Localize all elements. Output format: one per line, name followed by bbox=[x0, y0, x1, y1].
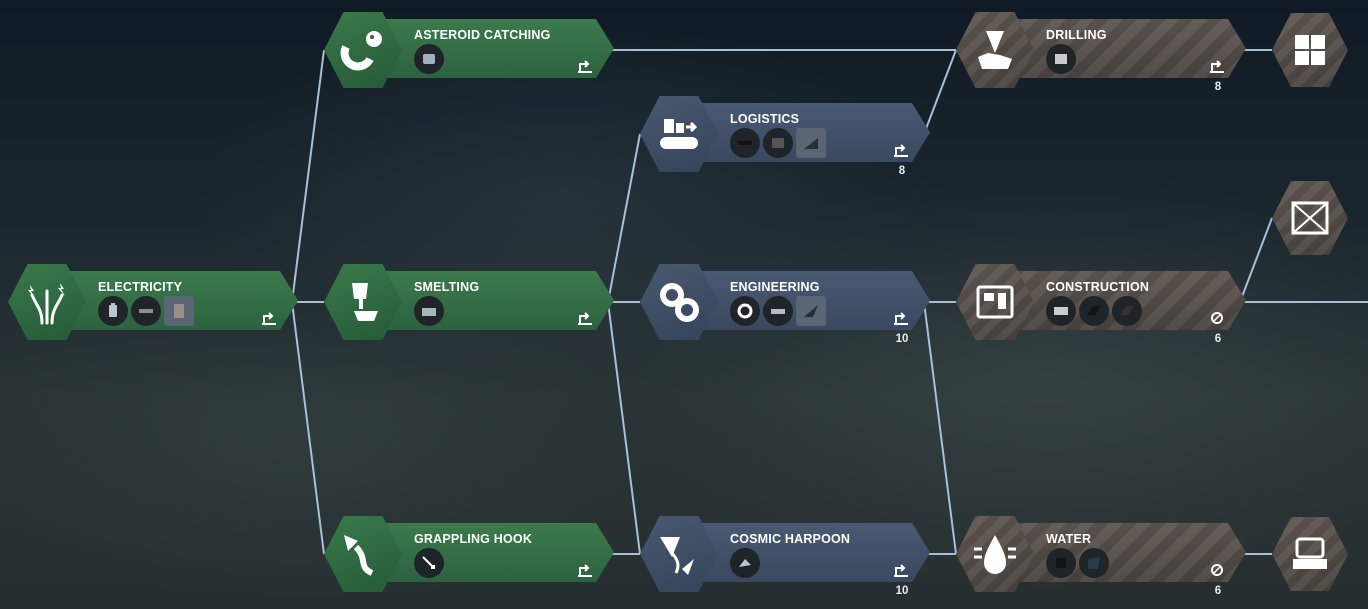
panel-icon[interactable] bbox=[164, 296, 194, 326]
grapple-icon bbox=[324, 516, 402, 592]
node-title: LOGISTICS bbox=[730, 112, 800, 126]
tech-node-cosmic-harpoon[interactable]: COSMIC HARPOON 10 bbox=[640, 516, 940, 597]
tech-node-logistics[interactable]: LOGISTICS 8 bbox=[640, 96, 940, 177]
unlock-items bbox=[730, 296, 826, 326]
node-title: COSMIC HARPOON bbox=[730, 532, 851, 546]
node-title: DRILLING bbox=[1046, 28, 1107, 42]
catcher-icon[interactable] bbox=[414, 44, 444, 74]
unlock-items bbox=[1046, 44, 1076, 74]
tech-node-water[interactable]: WATER 6 bbox=[956, 516, 1256, 597]
node-title: GRAPPLING HOOK bbox=[414, 532, 533, 546]
drill-part-icon[interactable] bbox=[1046, 44, 1076, 74]
wing-icon[interactable] bbox=[796, 296, 826, 326]
tech-node-asteroid-catching[interactable]: ASTEROID CATCHING bbox=[324, 12, 624, 88]
cable-icon[interactable] bbox=[131, 296, 161, 326]
research-arrow-icon[interactable] bbox=[892, 142, 910, 158]
tech-node-construction[interactable]: CONSTRUCTION 6 bbox=[956, 264, 1256, 345]
tech-node-drilling[interactable]: DRILLING 8 bbox=[956, 12, 1256, 93]
node-title: CONSTRUCTION bbox=[1046, 280, 1150, 294]
node-bar bbox=[680, 523, 930, 582]
node-title: ELECTRICITY bbox=[98, 280, 183, 294]
tech-node-grappling-hook[interactable]: GRAPPLING HOOK bbox=[324, 516, 624, 592]
unlock-items bbox=[98, 296, 194, 326]
research-cost: 6 bbox=[1214, 333, 1222, 345]
research-cost: 10 bbox=[895, 585, 909, 597]
pipe-icon[interactable] bbox=[763, 296, 793, 326]
belt-icon[interactable] bbox=[730, 128, 760, 158]
research-arrow-icon[interactable] bbox=[892, 562, 910, 578]
unlock-items bbox=[730, 128, 826, 158]
node-title: SMELTING bbox=[414, 280, 480, 294]
node-bar bbox=[996, 523, 1246, 582]
research-arrow-icon[interactable] bbox=[892, 310, 910, 326]
harpoon-icon bbox=[640, 516, 718, 592]
tech-node-engineering[interactable]: ENGINEERING 10 bbox=[640, 264, 940, 345]
gear-lock-icon bbox=[1211, 564, 1223, 576]
pump-icon[interactable] bbox=[1046, 548, 1076, 578]
research-arrow-icon[interactable] bbox=[260, 310, 278, 326]
gear-part-icon[interactable] bbox=[730, 296, 760, 326]
node-bar bbox=[364, 271, 614, 330]
research-arrow-icon[interactable] bbox=[576, 58, 594, 74]
research-arrow-icon[interactable] bbox=[1208, 58, 1226, 74]
harpoon-part-icon[interactable] bbox=[730, 548, 760, 578]
node-title: WATER bbox=[1046, 532, 1092, 546]
unlock-items bbox=[414, 44, 444, 74]
node-title: ASTEROID CATCHING bbox=[414, 28, 551, 42]
machine-icon[interactable] bbox=[763, 128, 793, 158]
tech-node-electricity[interactable]: ELECTRICITY bbox=[8, 264, 308, 340]
unlock-items bbox=[414, 548, 444, 578]
battery-icon[interactable] bbox=[98, 296, 128, 326]
ramp-icon[interactable] bbox=[796, 128, 826, 158]
research-cost: 6 bbox=[1214, 585, 1222, 597]
research-arrow-icon[interactable] bbox=[576, 562, 594, 578]
research-cost: 10 bbox=[895, 333, 909, 345]
crate-icon[interactable] bbox=[1046, 296, 1076, 326]
grid-plate-icon[interactable] bbox=[1112, 296, 1142, 326]
node-bar bbox=[364, 523, 614, 582]
node-bar bbox=[996, 19, 1246, 78]
node-title: ENGINEERING bbox=[730, 280, 820, 294]
research-cost: 8 bbox=[898, 165, 906, 177]
smelter-icon[interactable] bbox=[414, 296, 444, 326]
gear-lock-icon bbox=[1211, 312, 1223, 324]
node-bar bbox=[364, 19, 614, 78]
unlock-items bbox=[1046, 296, 1142, 326]
unlock-items bbox=[730, 548, 760, 578]
tank-icon[interactable] bbox=[1079, 548, 1109, 578]
research-arrow-icon[interactable] bbox=[576, 310, 594, 326]
research-cost: 8 bbox=[1214, 81, 1222, 93]
hook-icon[interactable] bbox=[414, 548, 444, 578]
unlock-items bbox=[1046, 548, 1109, 578]
unlock-items bbox=[414, 296, 444, 326]
tech-node-smelting[interactable]: SMELTING bbox=[324, 264, 624, 340]
plate-icon[interactable] bbox=[1079, 296, 1109, 326]
water-drop-icon bbox=[956, 516, 1034, 592]
